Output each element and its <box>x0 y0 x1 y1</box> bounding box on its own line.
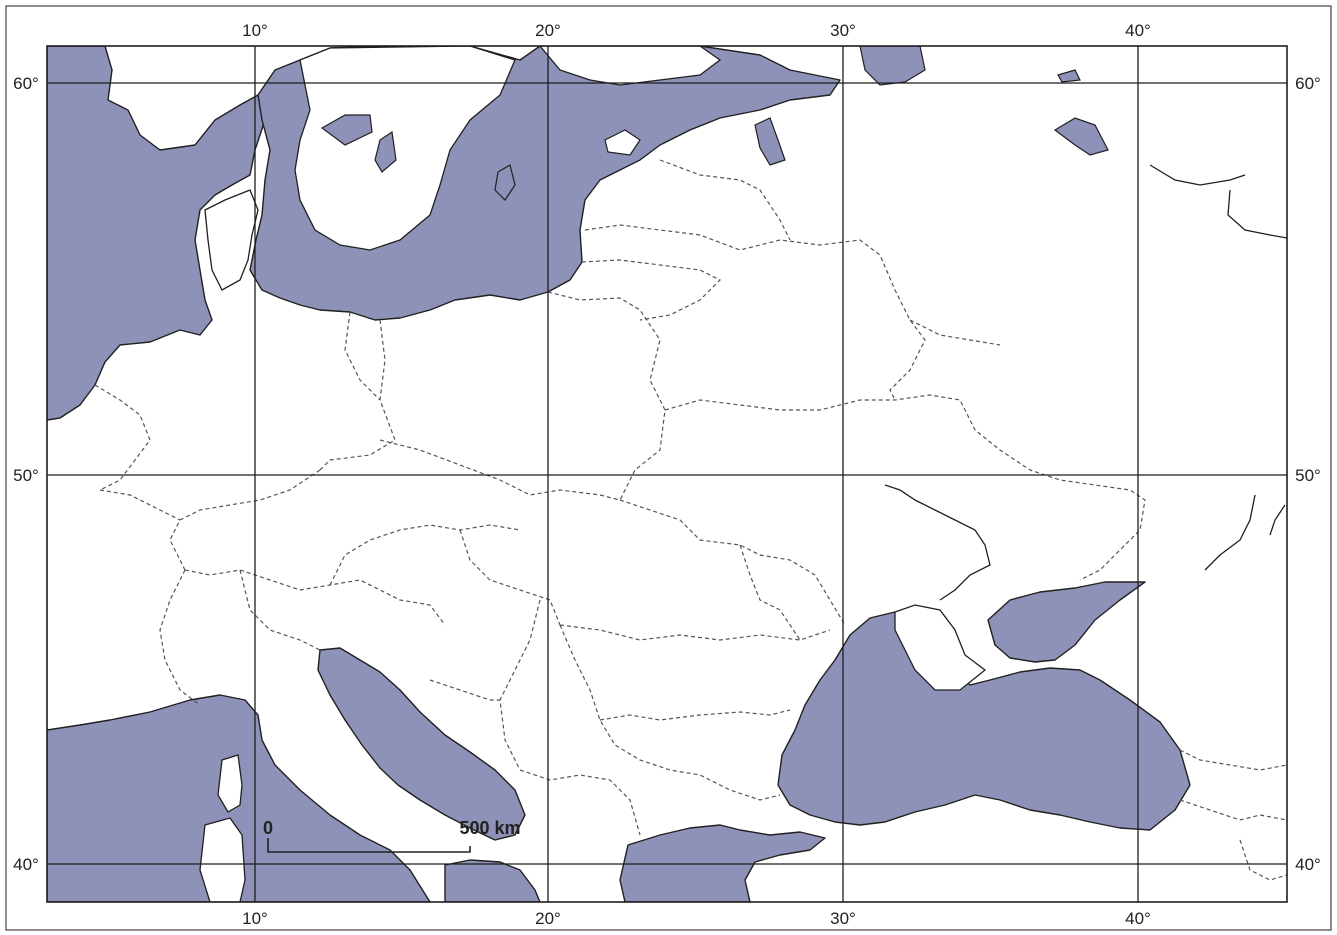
north-sea <box>47 46 266 421</box>
latitude-label-right: 40° <box>1295 855 1321 874</box>
latitude-label-left: 60° <box>13 74 39 93</box>
graticule <box>47 46 1287 902</box>
national-borders <box>94 159 1287 881</box>
longitude-label-top: 30° <box>830 21 856 40</box>
scale-end-label: 500 km <box>459 818 520 838</box>
latitude-label-left: 40° <box>13 855 39 874</box>
sea-of-azov <box>987 581 1146 663</box>
longitude-label-bottom: 30° <box>830 909 856 928</box>
map-area <box>47 46 1287 902</box>
scale-start-label: 0 <box>263 818 273 838</box>
longitude-label-top: 10° <box>242 21 268 40</box>
latitude-label-right: 60° <box>1295 74 1321 93</box>
ionian-sea <box>444 859 541 902</box>
scale-bar: 0 500 km <box>263 818 521 853</box>
adriatic-sea <box>317 647 526 841</box>
latitude-label-left: 50° <box>13 466 39 485</box>
longitude-label-bottom: 40° <box>1125 909 1151 928</box>
longitude-label-bottom: 20° <box>535 909 561 928</box>
lake-ladoga <box>859 46 926 86</box>
longitude-label-top: 20° <box>535 21 561 40</box>
latitude-label-right: 50° <box>1295 466 1321 485</box>
map-frame-border <box>46 45 1288 903</box>
outer-border <box>5 5 1332 931</box>
longitude-label-bottom: 10° <box>242 909 268 928</box>
longitude-label-top: 40° <box>1125 21 1151 40</box>
